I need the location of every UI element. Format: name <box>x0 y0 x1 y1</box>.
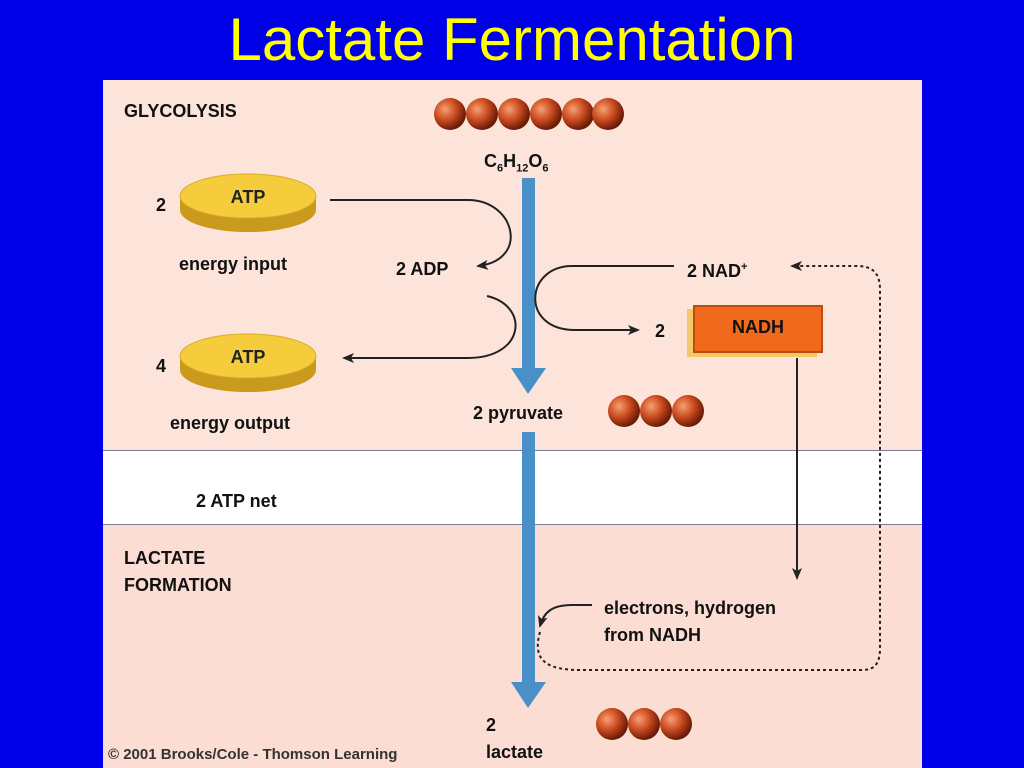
nadh-box: NADH <box>693 305 823 353</box>
lactate-formation-label-line1: LACTATE <box>124 548 206 568</box>
atp-output-label: ATP <box>230 347 266 367</box>
atp-input-count: 2 <box>156 195 167 215</box>
electrons-arrow <box>537 604 592 628</box>
lactate-label: lactate <box>486 742 544 762</box>
adp-label: 2 ADP <box>396 259 449 279</box>
lactate-formation-panel <box>103 525 922 768</box>
net-atp-label: 2 ATP net <box>196 491 277 511</box>
electrons-label-line2: from NADH <box>604 625 701 645</box>
electrons-label-line1: electrons, hydrogen <box>604 598 777 618</box>
lactate-formation-label-line2: FORMATION <box>124 575 232 595</box>
atp-to-adp-arrow <box>330 199 512 270</box>
energy-input-caption: energy input <box>179 254 288 274</box>
adp-to-atp-arrow <box>342 295 517 363</box>
glycolysis-label: GLYCOLYSIS <box>124 101 237 121</box>
nad-to-nadh-arrow <box>534 265 674 335</box>
main-pathway-arrow-top <box>511 178 546 394</box>
net-atp-panel <box>103 450 922 525</box>
lactate-count: 2 <box>486 715 497 735</box>
nadh-label: NADH <box>732 317 784 337</box>
glucose-formula: C6H12O6 <box>484 151 549 175</box>
copyright-notice: © 2001 Brooks/Cole - Thomson Learning <box>108 746 398 763</box>
atp-output-coin <box>179 333 317 392</box>
nad-label: 2 NAD+ <box>687 261 748 281</box>
atp-output-count: 4 <box>156 356 167 376</box>
glucose-molecule <box>434 98 624 130</box>
pyruvate-label: 2 pyruvate <box>473 403 564 423</box>
atp-input-label: ATP <box>230 187 266 207</box>
slide-title: Lactate Fermentation <box>228 6 796 73</box>
atp-input-coin <box>179 173 317 232</box>
pyruvate-molecule <box>608 395 704 427</box>
energy-output-caption: energy output <box>170 413 290 433</box>
nad-regeneration-dotted-arrow <box>536 261 881 671</box>
main-pathway-arrow-bottom <box>511 432 546 708</box>
nadh-count: 2 <box>655 321 666 341</box>
lactate-molecule <box>596 708 692 740</box>
